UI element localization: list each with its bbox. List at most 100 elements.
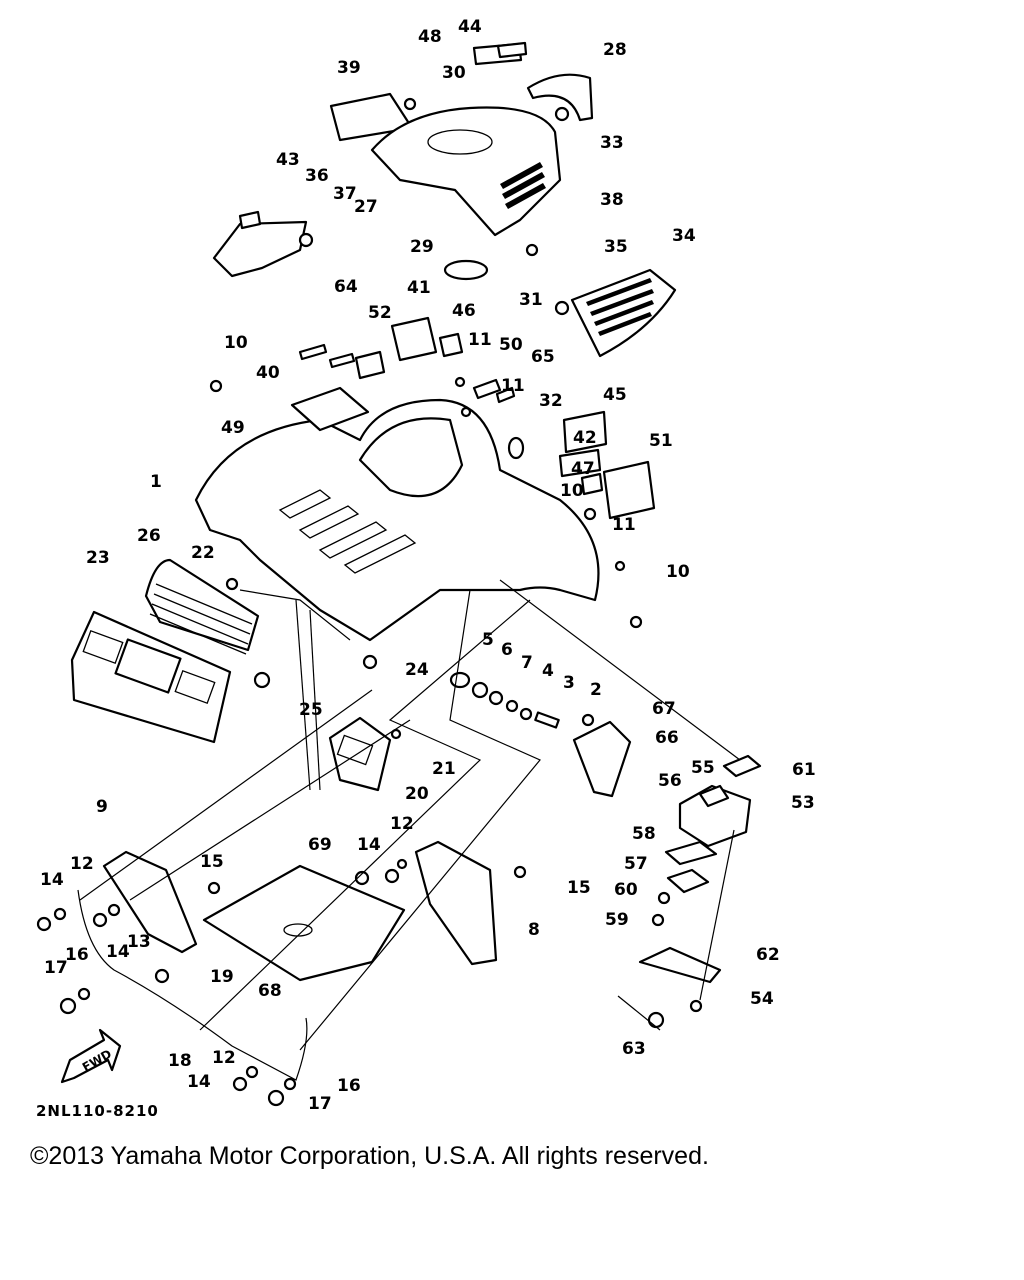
decal-42 [558, 448, 602, 478]
callout-36: 36 [305, 166, 329, 186]
meter-window [336, 734, 374, 766]
callout-47: 47 [571, 459, 595, 479]
callout-16: 16 [65, 945, 89, 965]
filler-opening [427, 129, 493, 155]
callout-35: 35 [604, 237, 628, 257]
switch-box-53 [678, 784, 752, 848]
callout-67: 67 [652, 699, 676, 719]
callout-3: 3 [563, 673, 575, 693]
callout-48: 48 [418, 27, 442, 47]
front-panel-group [70, 558, 378, 744]
callout-5: 5 [482, 630, 494, 650]
decal-51 [602, 460, 656, 520]
callout-59: 59 [605, 910, 629, 930]
bolt-10c [629, 615, 643, 629]
callout-11: 11 [501, 376, 525, 396]
decal-46 [438, 332, 464, 358]
bolt-22 [225, 577, 239, 591]
grille-bars [149, 583, 253, 655]
bolt-2 [534, 711, 560, 729]
bolt-63 [647, 1011, 665, 1029]
grille-26 [144, 558, 260, 652]
callout-21: 21 [432, 759, 456, 779]
callout-54: 54 [750, 989, 774, 1009]
nut-17b [267, 1089, 285, 1107]
bolt-37 [298, 232, 314, 248]
washer-12a [53, 907, 67, 921]
bolt-15a [207, 881, 221, 895]
washer-3 [519, 707, 533, 721]
collar-6 [471, 681, 489, 699]
callout-27: 27 [354, 197, 378, 217]
bolt-24 [362, 654, 378, 670]
callout-17: 17 [308, 1094, 332, 1114]
callout-65: 65 [531, 347, 555, 367]
battery-cover-36 [212, 220, 308, 278]
grommet-29 [443, 259, 489, 281]
bolt-19 [154, 968, 170, 984]
screw-11c [614, 560, 626, 572]
exploded-parts-diagram: FWD 2NL110-8210 444828393033433637273829… [36, 17, 816, 1120]
headlight-housing-49 [358, 417, 464, 498]
washer-16a [77, 987, 91, 1001]
callout-1: 1 [150, 472, 162, 492]
callout-58: 58 [632, 824, 656, 844]
callout-15: 15 [567, 878, 591, 898]
callout-31: 31 [519, 290, 543, 310]
screw-59 [651, 913, 665, 927]
decal-44 [496, 41, 528, 59]
side-cover-louvers [586, 278, 654, 336]
callout-14: 14 [106, 942, 130, 962]
meter-box-20 [328, 716, 392, 792]
callout-17: 17 [44, 958, 68, 978]
callout-12: 12 [70, 854, 94, 874]
callout-50: 50 [499, 335, 523, 355]
callout-42: 42 [573, 428, 597, 448]
callout-15: 15 [200, 852, 224, 872]
nut-14a [36, 916, 52, 932]
callout-51: 51 [649, 431, 673, 451]
decal-52 [354, 350, 386, 380]
lower-guard-group [36, 840, 527, 1107]
callout-37: 37 [333, 184, 357, 204]
panel-grille-opening [114, 638, 182, 694]
callout-14: 14 [187, 1072, 211, 1092]
brace-rod-18 [77, 889, 308, 1081]
washer-12b [396, 858, 408, 870]
decal-43 [238, 210, 262, 230]
nut-14d [232, 1076, 248, 1092]
callout-18: 18 [168, 1051, 192, 1071]
nut-14c [384, 868, 400, 884]
callout-10: 10 [560, 481, 584, 501]
callout-34: 34 [672, 226, 696, 246]
callout-69: 69 [308, 835, 332, 855]
callout-46: 46 [452, 301, 476, 321]
panel-8 [414, 840, 498, 966]
screw-11b [460, 406, 472, 418]
callout-9: 9 [96, 797, 108, 817]
callout-45: 45 [603, 385, 627, 405]
callout-30: 30 [442, 63, 466, 83]
callout-29: 29 [410, 237, 434, 257]
mount-hardware [328, 671, 632, 798]
rear-grip-28 [526, 73, 594, 122]
bracket-50 [472, 378, 502, 400]
right-headlight-opening [174, 670, 216, 704]
washer-16b [283, 1077, 297, 1091]
washer-4 [505, 699, 519, 713]
screw-21 [390, 728, 402, 740]
decal-41 [390, 316, 438, 362]
left-headlight-opening [82, 630, 124, 664]
switch-assembly [638, 754, 762, 1029]
callout-63: 63 [622, 1039, 646, 1059]
callout-24: 24 [405, 660, 429, 680]
rack-bracket-64b [328, 352, 356, 369]
callout-16: 16 [337, 1076, 361, 1096]
plate-62 [638, 946, 722, 984]
callout-62: 62 [756, 945, 780, 965]
rack-bracket-64a [298, 343, 328, 361]
callout-43: 43 [276, 150, 300, 170]
callout-68: 68 [258, 981, 282, 1001]
callout-33: 33 [600, 133, 624, 153]
bolt-35 [554, 300, 570, 316]
